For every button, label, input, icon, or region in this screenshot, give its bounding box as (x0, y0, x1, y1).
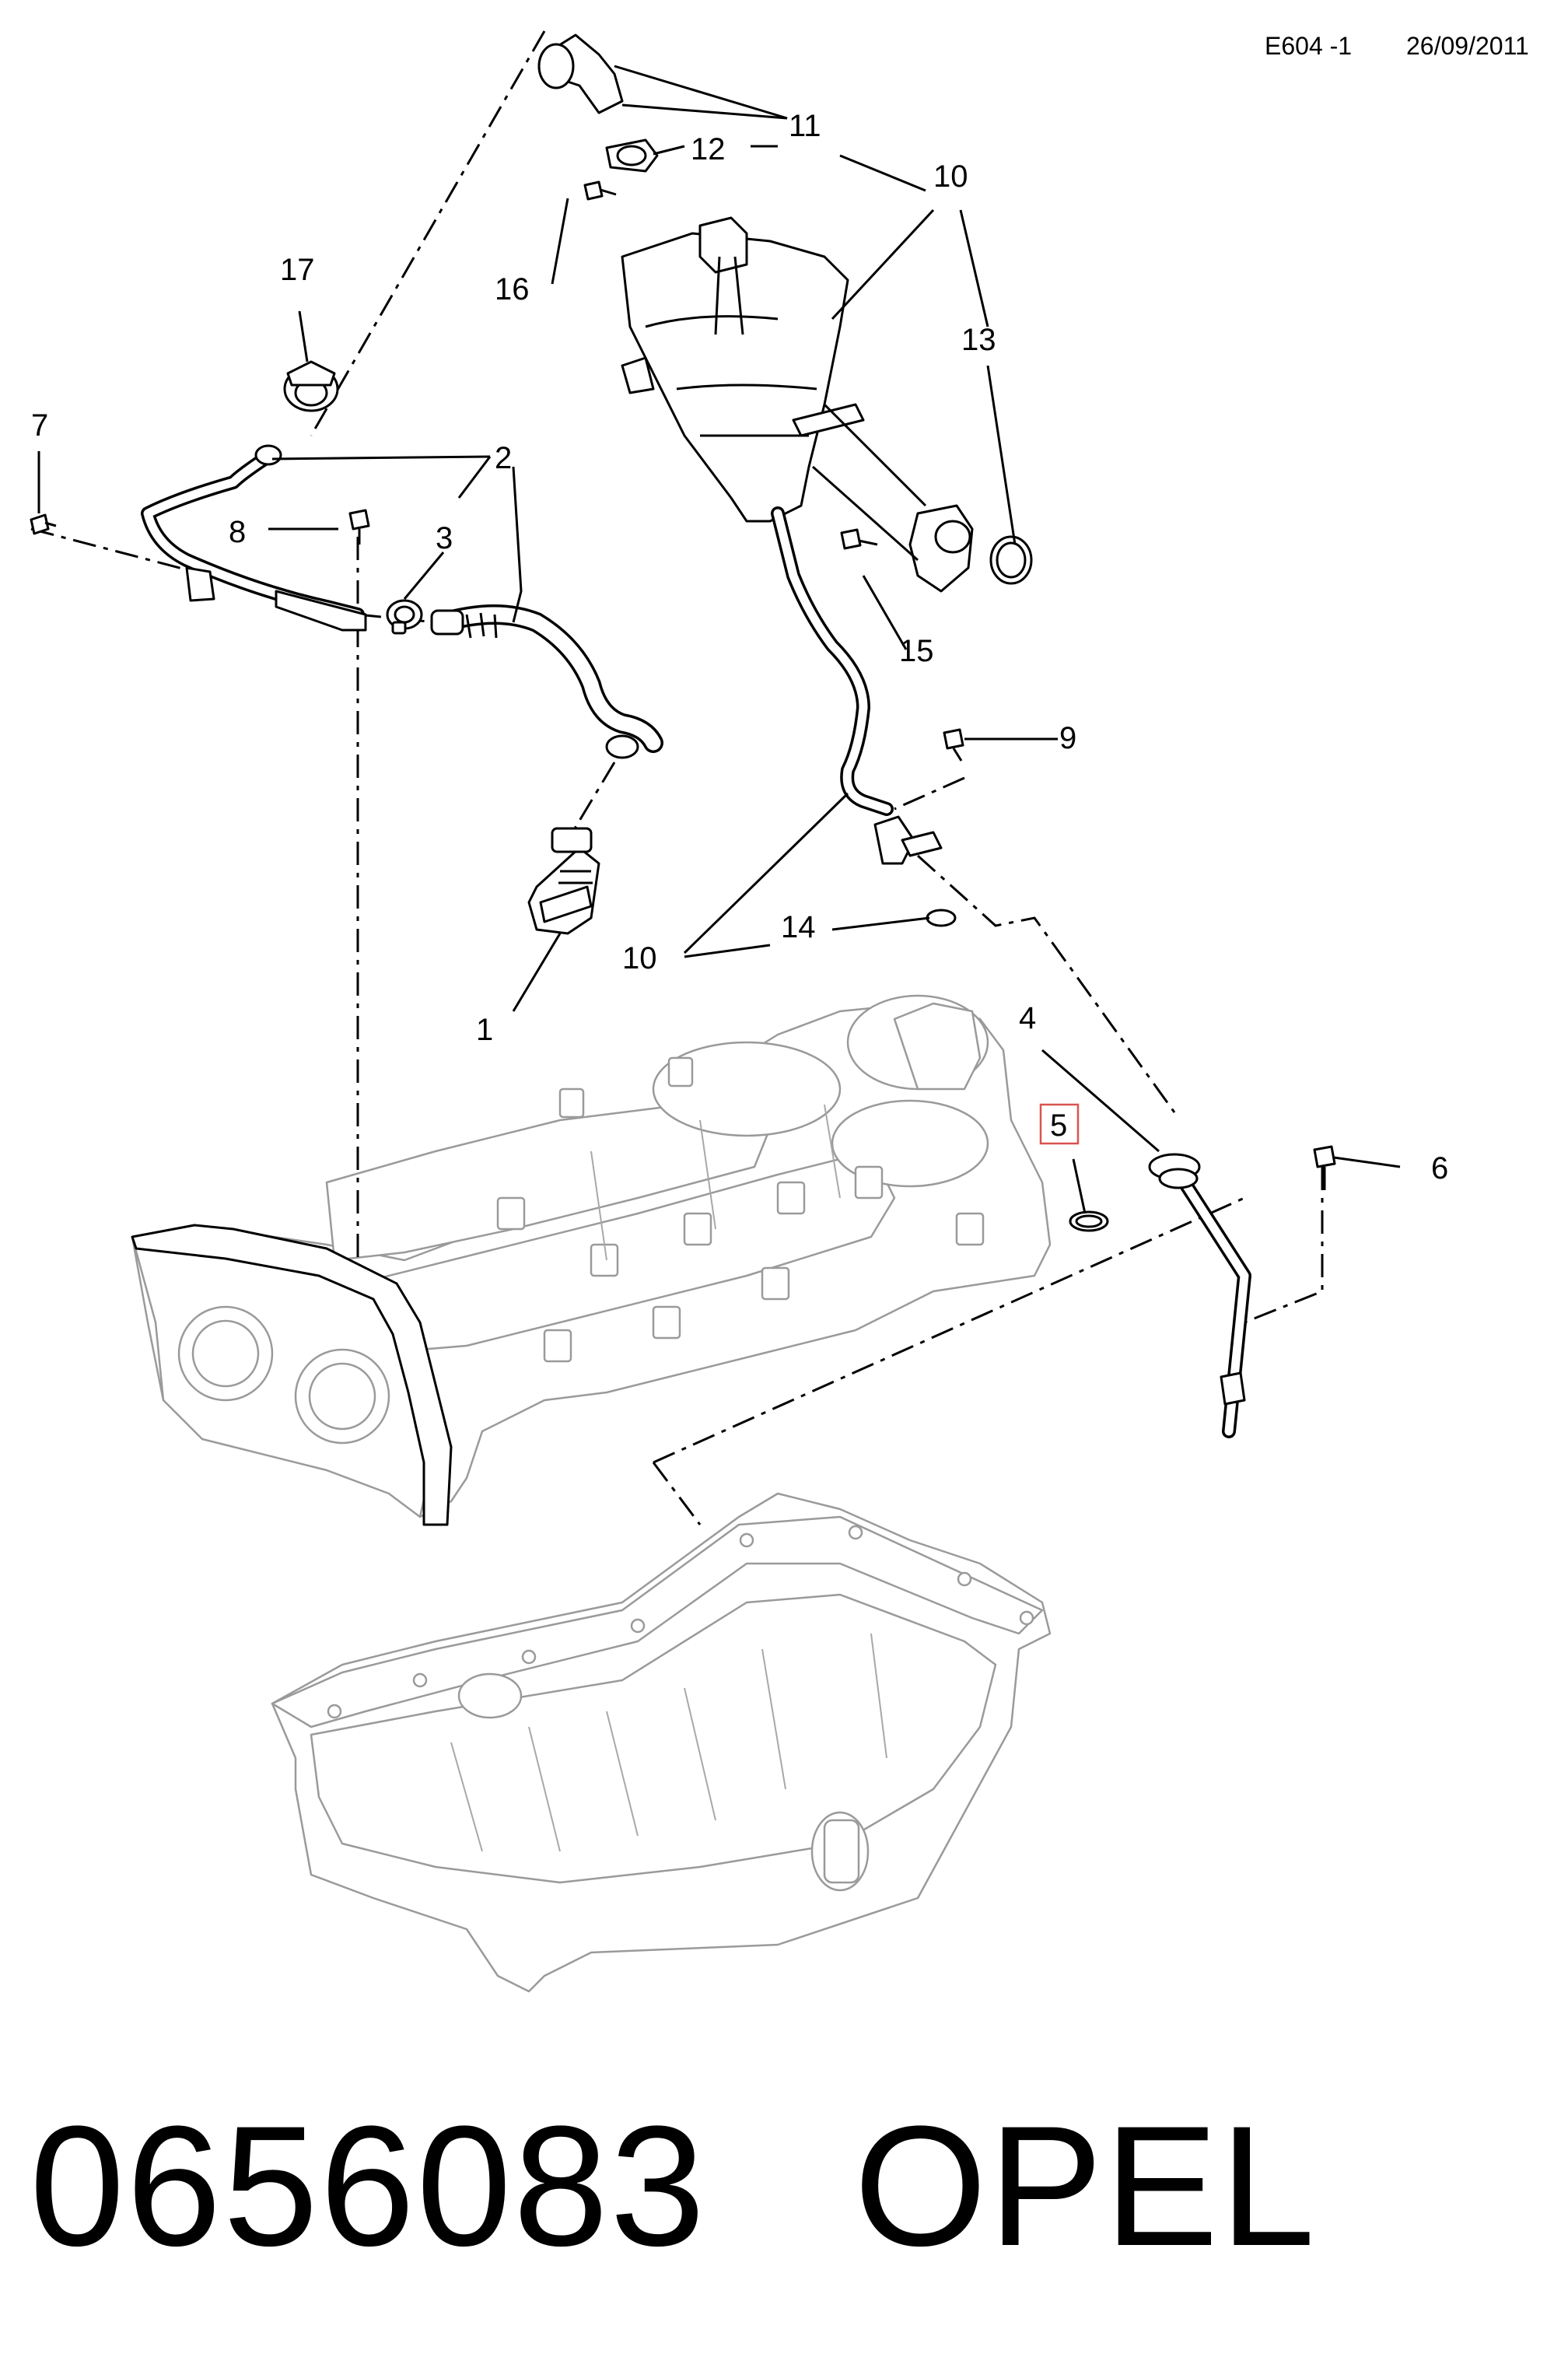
callout-13: 13 (961, 323, 996, 357)
part-1-connector (527, 827, 600, 935)
part-13-o-ring (989, 535, 1033, 585)
part-12-clamp (605, 138, 659, 173)
callout-5: 5 (1050, 1108, 1067, 1143)
callout-7: 7 (31, 408, 48, 443)
part-7-bolt (30, 513, 57, 535)
part-5-seal-ring (1069, 1210, 1109, 1232)
part-17-clip (283, 360, 339, 412)
callout-2: 2 (495, 441, 512, 475)
callout-leaders (37, 65, 1401, 1214)
part-2-hose (430, 604, 663, 759)
assembly-lines (30, 30, 1324, 1525)
part-8-bolt (348, 509, 370, 545)
part-10-oil-separator (621, 216, 974, 865)
callout-labels: 11 12 10 16 17 13 7 2 8 3 15 9 14 10 1 4… (31, 109, 1448, 1185)
cylinder-head-cover (131, 994, 1052, 1526)
callout-8: 8 (229, 515, 246, 549)
callout-11: 11 (789, 109, 821, 143)
brand-name: OPEL (853, 2090, 1317, 2282)
part-9-bolt (943, 728, 964, 762)
part-4-dipstick-tube (1148, 1153, 1251, 1438)
callout-6: 6 (1431, 1151, 1448, 1185)
callout-5-highlight (1039, 1103, 1080, 1145)
upper-breather-pipe (141, 444, 367, 632)
diagram-ref: E604 -1 (1265, 32, 1352, 60)
callout-17: 17 (280, 253, 315, 287)
callout-4: 4 (1019, 1001, 1036, 1035)
part-14-o-ring (926, 909, 957, 927)
part-11-hose-end (537, 33, 624, 114)
callout-1: 1 (476, 1013, 493, 1047)
part-number: 0656083 (30, 2090, 707, 2282)
oil-pan (271, 1492, 1052, 1993)
part-6-bolt (1313, 1145, 1336, 1190)
part-3-clamp (386, 599, 423, 635)
callout-16: 16 (495, 272, 530, 306)
callout-15: 15 (899, 634, 934, 668)
diagram-date: 26/09/2011 (1406, 32, 1529, 60)
callout-9: 9 (1059, 721, 1076, 755)
callout-10-top: 10 (933, 159, 968, 194)
callout-10-bottom: 10 (622, 941, 657, 975)
part-16-bolt (583, 180, 617, 201)
part-reference-footer: 0656083 OPEL (30, 2085, 1507, 2287)
callout-12: 12 (691, 132, 726, 166)
callout-14: 14 (781, 910, 816, 944)
part-15-bolt (840, 528, 878, 550)
callout-3: 3 (436, 521, 453, 555)
